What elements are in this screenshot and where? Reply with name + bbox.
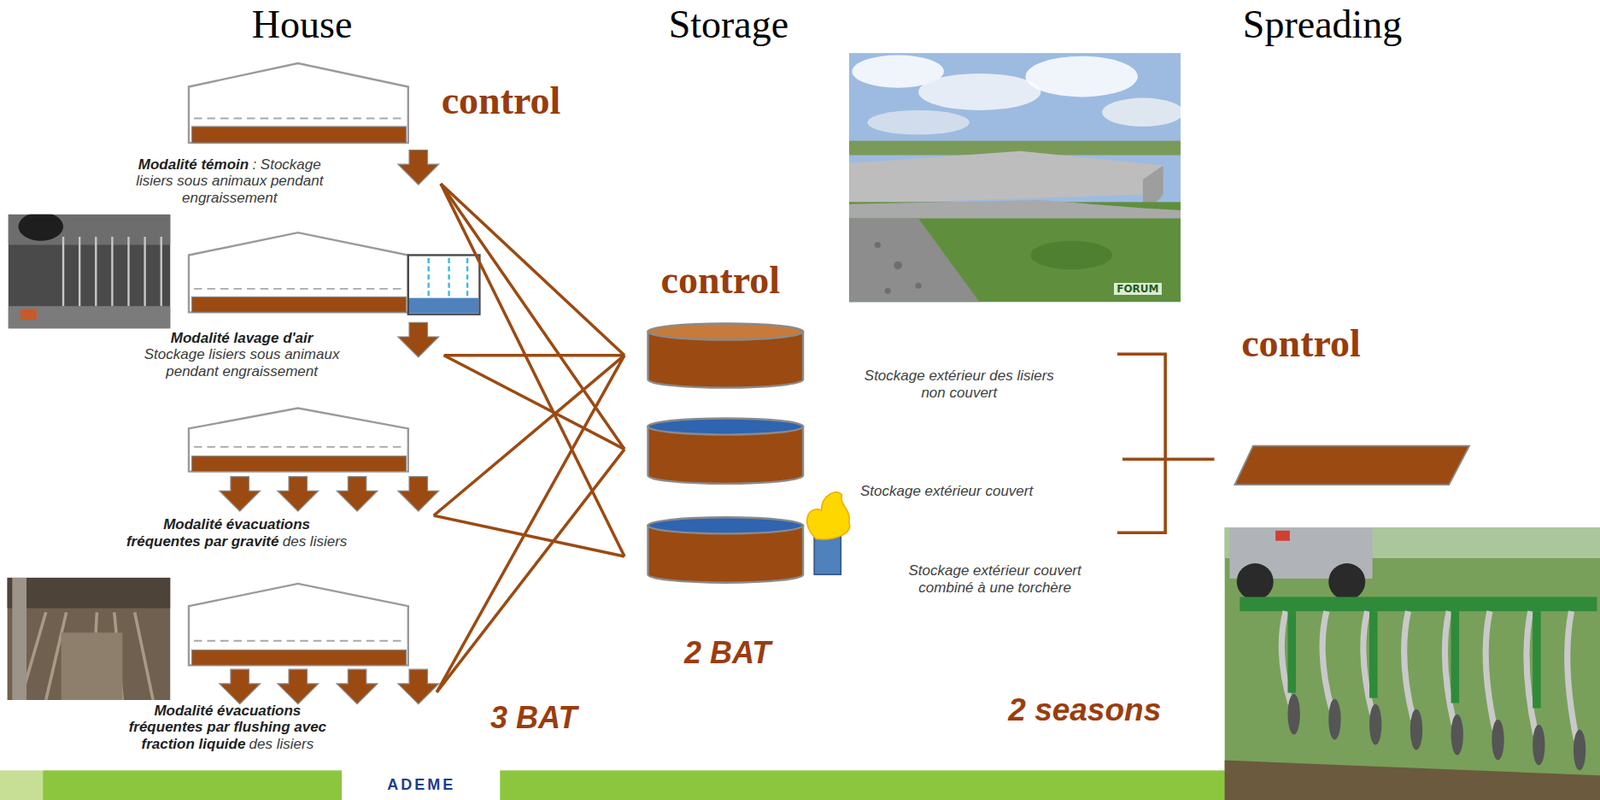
house-option: Modalité évacuations fréquentes par flus… — [73, 581, 437, 786]
option-description: des lisiers — [249, 735, 315, 752]
control-tag: control — [660, 257, 780, 303]
storage-tank: Stockage extérieur couvert — [624, 416, 1114, 501]
column-heading: Spreading — [1242, 1, 1403, 47]
storage-tank: Stockage extérieur des lisiers non couve… — [624, 322, 1085, 410]
count-note: 2 BAT — [684, 634, 771, 671]
connector — [433, 355, 625, 516]
option-title: Modalité témoin — [138, 156, 249, 173]
house-option: Modalité lavage d'airStockage lisiers so… — [73, 230, 445, 384]
house-option: Modalité témoin: Stockage lisiers sous a… — [73, 61, 441, 213]
control-tag: control — [441, 77, 562, 124]
option-title: Modalité lavage d'air — [122, 329, 362, 347]
connector — [440, 183, 625, 557]
storage-tank: Stockage extérieur couvert combiné à une… — [624, 479, 1135, 607]
control-tag: control — [1241, 320, 1361, 366]
connector — [436, 449, 625, 692]
storage-description: Stockage extérieur des lisiers non couve… — [864, 367, 1055, 401]
column-heading: House — [252, 1, 353, 47]
option-description: Stockage lisiers sous animaux pendant en… — [122, 345, 362, 380]
caption: Modalité évacuations fréquentes par grav… — [124, 515, 349, 550]
count-note: 3 BAT — [490, 699, 577, 736]
house-option: Modalité évacuations fréquentes par grav… — [73, 405, 434, 580]
connector — [436, 355, 625, 692]
storage-description: Stockage extérieur couvert — [860, 482, 1033, 499]
connector — [440, 183, 625, 356]
caption: Stockage extérieur des lisiers non couve… — [862, 367, 1055, 401]
watermark: FORUM — [1113, 282, 1161, 295]
storage-description: Stockage extérieur couvert combiné à une… — [908, 562, 1082, 596]
caption: Stockage extérieur couvert combiné à une… — [888, 562, 1102, 596]
caption: Modalité évacuations fréquentes par flus… — [120, 702, 335, 753]
connector — [440, 183, 625, 450]
logo-text: ADEME — [386, 775, 456, 794]
caption: Stockage extérieur couvert — [860, 482, 1033, 500]
count-note: 2 seasons — [1008, 691, 1161, 728]
connector — [444, 353, 625, 358]
column-heading: Storage — [668, 1, 790, 47]
caption: Modalité témoin: Stockage lisiers sous a… — [120, 156, 339, 207]
connector — [433, 515, 625, 557]
caption: Modalité lavage d'airStockage lisiers so… — [122, 329, 362, 381]
option-description: des lisiers — [282, 533, 348, 550]
